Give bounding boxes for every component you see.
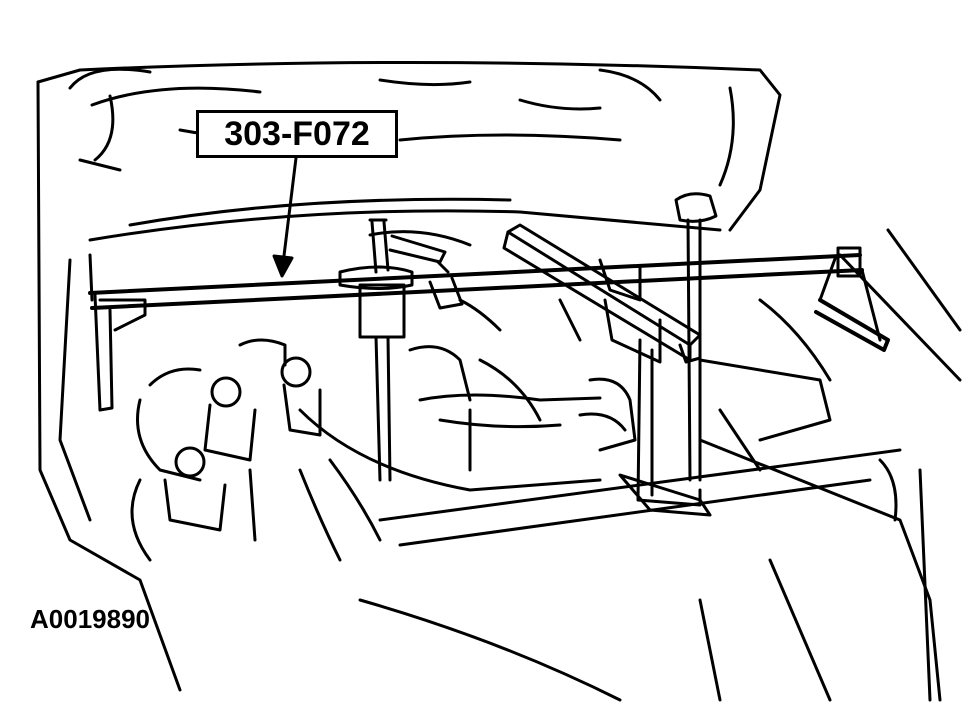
vehicle-body (36, 80, 962, 702)
callout-leader (272, 156, 298, 278)
tool-number-label: 303-F072 (196, 110, 398, 158)
cross-beam (502, 192, 718, 517)
hood (36, 61, 782, 232)
engine-components (130, 298, 832, 562)
figure-id-label: A0019890 (30, 604, 150, 634)
engine-support-bar (88, 218, 890, 482)
